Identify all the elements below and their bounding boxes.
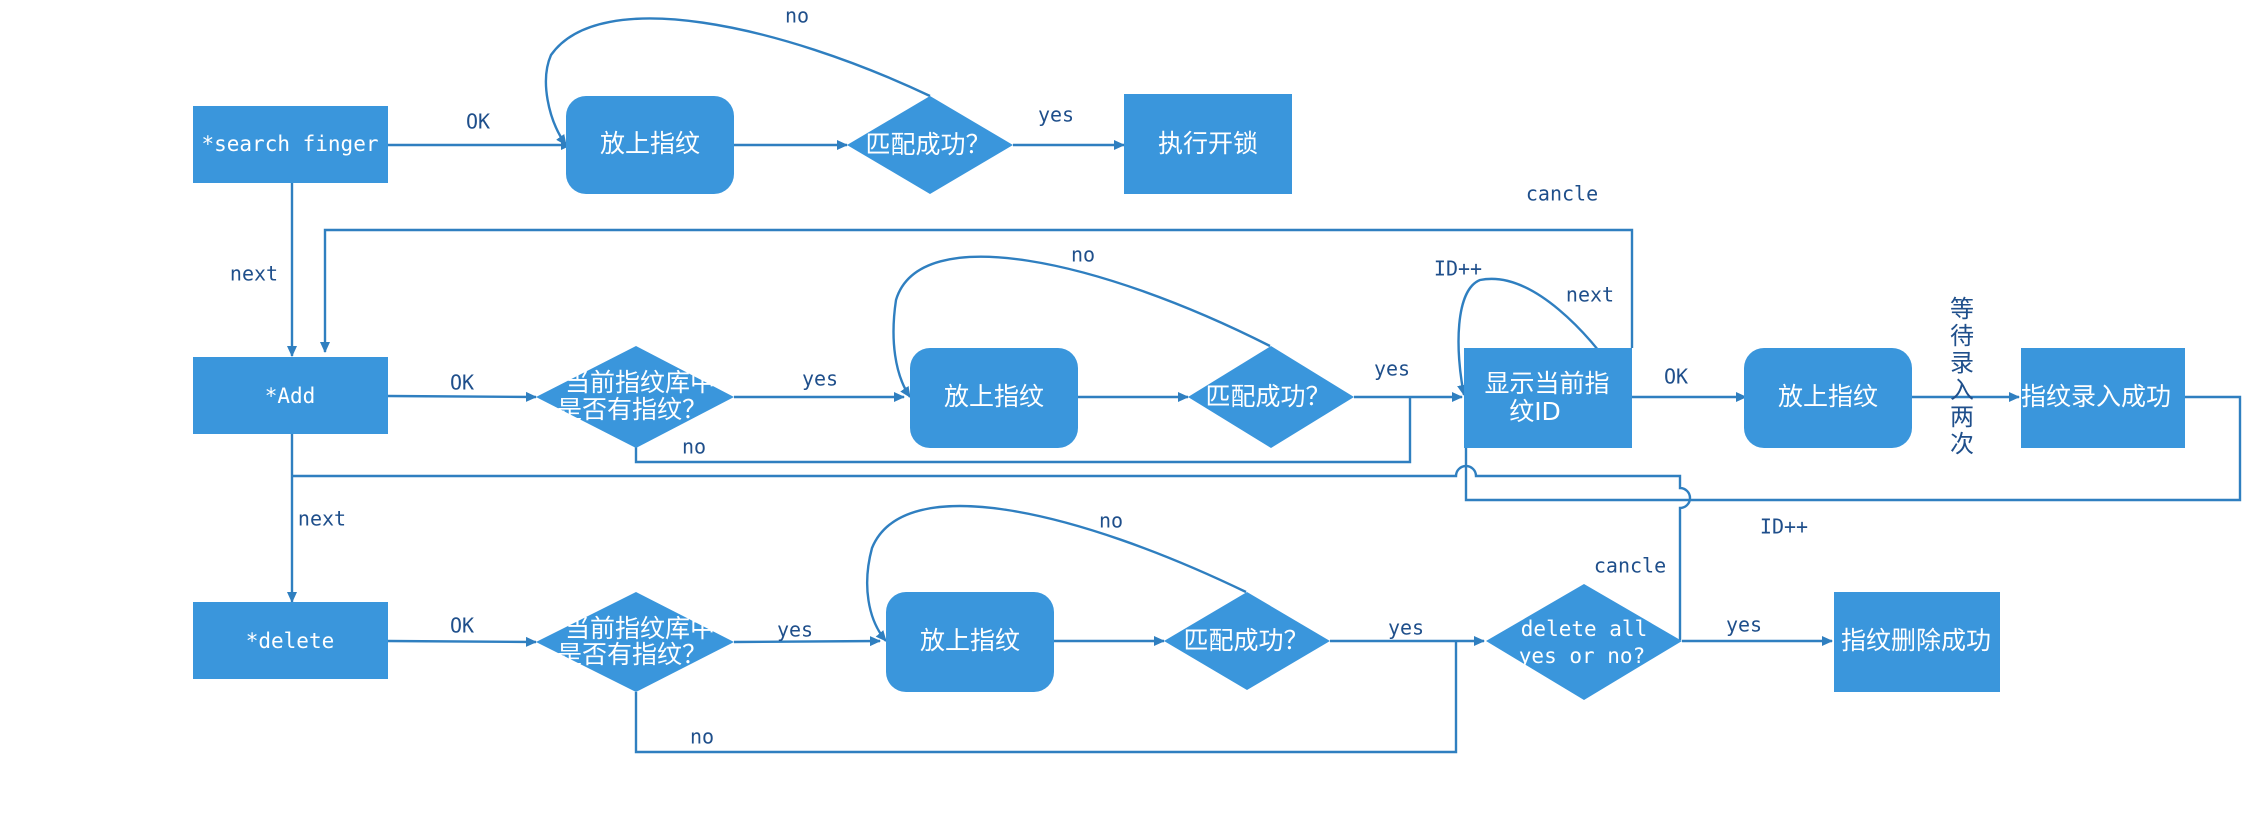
- label-yes-match-3: yes: [1388, 616, 1424, 640]
- label-yes-delete: yes: [777, 618, 813, 642]
- node-place-finger-2: 放上指纹: [910, 348, 1078, 448]
- label-no-loop-2: no: [1071, 243, 1095, 267]
- label-no-delete: no: [690, 725, 714, 749]
- label-ok-add: OK: [450, 371, 474, 395]
- node-show-id-line1: 显示当前指: [1484, 369, 1609, 398]
- node-db-has-finger-1-line1: 当前指纹库中: [565, 368, 715, 397]
- node-db-has-finger-2-line1: 当前指纹库中: [565, 614, 715, 643]
- node-delete-all-line2: yes or no?: [1519, 644, 1645, 668]
- label-ok-show-id: OK: [1664, 365, 1688, 389]
- node-match-1-label: 匹配成功？: [865, 130, 990, 159]
- label-no-loop-1: no: [785, 4, 809, 28]
- edge-match-no-loop: [544, 17, 931, 146]
- node-place-finger-1: 放上指纹: [566, 96, 734, 194]
- node-search-finger-label: *search finger: [201, 132, 378, 156]
- node-enroll-success: 指纹录入成功: [2021, 348, 2185, 448]
- edge-match-no-loop-3: [866, 504, 1247, 642]
- node-db-has-finger-2: 当前指纹库中 是否有指纹？: [536, 592, 734, 692]
- node-add: *Add: [193, 357, 388, 434]
- label-cancle-2: cancle: [1594, 554, 1666, 578]
- label-yes-delete-all: yes: [1726, 613, 1762, 637]
- label-wait-enroll-twice: 等 待 录 入 两 次: [1950, 295, 1974, 458]
- label-yes-add: yes: [802, 367, 838, 391]
- label-cancle-1: cancle: [1526, 182, 1598, 206]
- node-show-id-line2: 纹ID: [1509, 397, 1561, 426]
- wait-char-2: 待: [1950, 322, 1974, 350]
- label-next-1: next: [230, 262, 278, 286]
- node-match-1: 匹配成功？: [847, 96, 1013, 194]
- node-db-has-finger-2-line2: 是否有指纹？: [557, 640, 707, 669]
- label-no-add: no: [682, 435, 706, 459]
- label-next-2: next: [298, 507, 346, 531]
- node-match-3: 匹配成功？: [1164, 592, 1330, 690]
- wait-char-5: 两: [1950, 403, 1974, 431]
- wait-char-6: 次: [1950, 430, 1974, 458]
- node-add-label: *Add: [265, 384, 316, 408]
- node-place-finger-4-label: 放上指纹: [920, 626, 1020, 655]
- node-place-finger-1-label: 放上指纹: [600, 129, 700, 158]
- node-unlock-label: 执行开锁: [1158, 129, 1258, 158]
- edge-delete-to-db-q: [387, 636, 537, 647]
- node-db-has-finger-1: 当前指纹库中 是否有指纹？: [536, 346, 734, 448]
- edge-add-to-delete-all-return: [292, 464, 1692, 640]
- node-search-finger: *search finger: [193, 106, 388, 183]
- label-next-3: next: [1566, 283, 1614, 307]
- edges: [287, 17, 2242, 754]
- node-match-3-label: 匹配成功？: [1183, 626, 1308, 655]
- wait-char-4: 入: [1950, 376, 1974, 404]
- label-ok-search: OK: [466, 110, 490, 134]
- label-id-inc-2: ID++: [1760, 515, 1808, 539]
- node-delete-label: *delete: [246, 629, 335, 653]
- label-yes-unlock: yes: [1038, 103, 1074, 127]
- edge-db-q-yes-to-place-3: [733, 636, 881, 647]
- node-delete: *delete: [193, 602, 388, 679]
- edge-labels: OK yes no next next cancle OK yes no yes…: [230, 4, 1974, 749]
- node-place-finger-4: 放上指纹: [886, 592, 1054, 692]
- edge-cancle-back-to-add: [320, 228, 1634, 353]
- node-match-2-label: 匹配成功？: [1205, 382, 1330, 411]
- node-place-finger-2-label: 放上指纹: [944, 382, 1044, 411]
- wait-char-3: 录: [1950, 349, 1974, 377]
- node-delete-all-line1: delete all: [1521, 617, 1647, 641]
- node-enroll-success-label: 指纹录入成功: [2021, 382, 2171, 411]
- edge-add-to-db-q: [387, 391, 537, 402]
- label-no-loop-3: no: [1099, 509, 1123, 533]
- node-place-finger-3-label: 放上指纹: [1778, 382, 1878, 411]
- label-id-inc-1: ID++: [1434, 257, 1482, 281]
- node-show-id: 显示当前指 纹ID: [1464, 348, 1632, 448]
- edge-match-no-loop-2: [892, 255, 1271, 398]
- label-yes-match-2: yes: [1374, 357, 1410, 381]
- node-unlock: 执行开锁: [1124, 94, 1292, 194]
- edge-show-id-self-loop: [1457, 277, 1634, 399]
- node-place-finger-3: 放上指纹: [1744, 348, 1912, 448]
- node-db-has-finger-1-line2: 是否有指纹？: [557, 395, 707, 424]
- node-delete-success-label: 指纹删除成功: [1841, 626, 1991, 655]
- node-delete-success: 指纹删除成功: [1834, 592, 2000, 692]
- node-match-2: 匹配成功？: [1188, 346, 1354, 448]
- edge-db-q-no-to-delete-all: [634, 641, 1458, 754]
- node-delete-all: delete all yes or no?: [1486, 584, 1682, 700]
- edge-enroll-success-return: [1464, 395, 2242, 502]
- label-ok-delete: OK: [450, 614, 474, 638]
- edge-db-q-no-to-show-id: [634, 397, 1412, 464]
- wait-char-1: 等: [1950, 295, 1974, 323]
